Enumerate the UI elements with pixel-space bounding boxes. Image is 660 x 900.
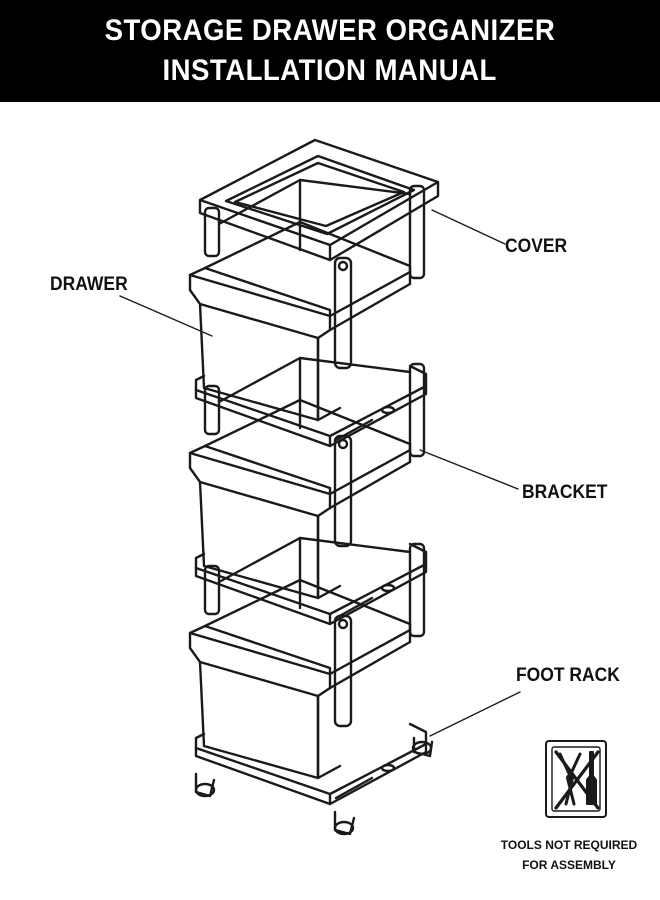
leader-lines — [119, 209, 521, 737]
title-line-2: INSTALLATION MANUAL — [162, 54, 498, 87]
label-bracket: BRACKET — [522, 482, 608, 503]
title-banner: STORAGE DRAWER ORGANIZER INSTALLATION MA… — [0, 0, 660, 102]
title-line-1: STORAGE DRAWER ORGANIZER — [104, 14, 556, 47]
label-foot-rack: FOOT RACK — [516, 665, 620, 686]
drawer-tier-top — [188, 178, 428, 448]
tools-notice-line-1: TOOLS NOT REQUIRED — [500, 838, 638, 852]
cover-part — [198, 138, 440, 262]
tools-notice-line-2: FOR ASSEMBLY — [522, 858, 616, 872]
drawer-tier-bottom — [188, 536, 428, 806]
label-drawer: DRAWER — [50, 274, 128, 295]
tools-not-required-icon — [545, 740, 607, 818]
label-cover: COVER — [505, 236, 568, 257]
foot-rack-wheels — [194, 736, 434, 836]
